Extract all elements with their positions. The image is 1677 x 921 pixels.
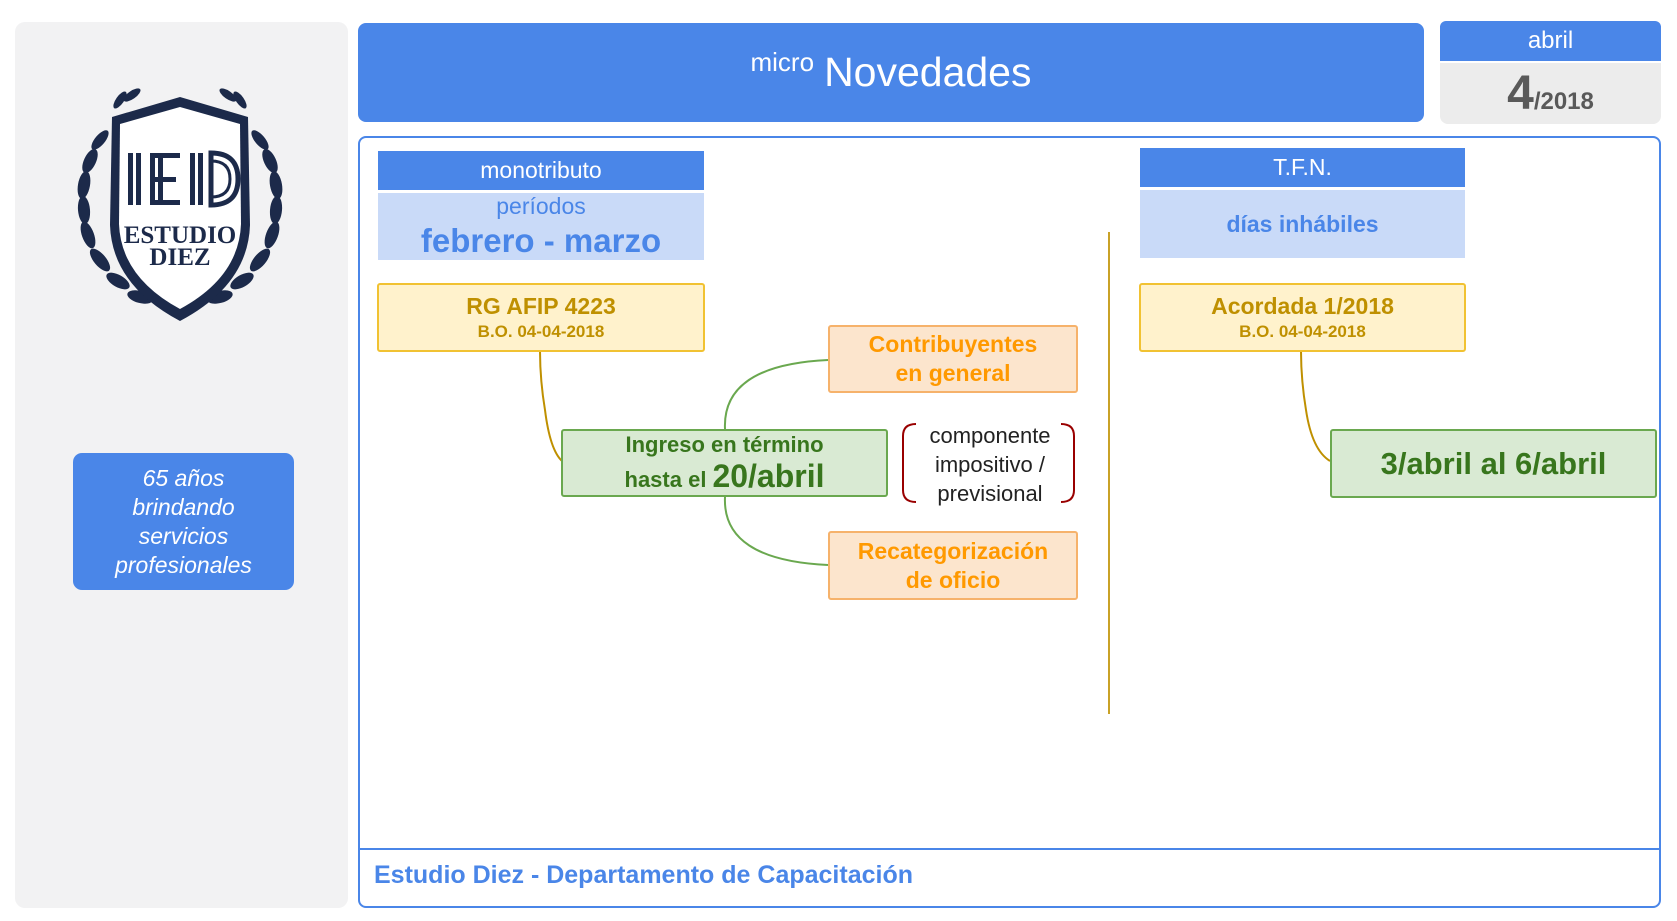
logo-line2: DIEZ <box>149 244 210 271</box>
note-line: previsional <box>937 480 1043 506</box>
badge-line: brindando <box>132 493 235 520</box>
issue-month: abril <box>1440 21 1661 61</box>
result-text: 3/abril al 6/abril <box>1380 445 1607 481</box>
issue-date: 4 /2018 <box>1440 63 1661 124</box>
source-subtitle: B.O. 04-04-2018 <box>1239 322 1366 341</box>
header-prefix: micro <box>750 47 815 77</box>
main-node-prefix: hasta el <box>624 466 707 492</box>
tab-monotributo: monotributo <box>378 151 704 190</box>
inhabiles-subtitle: días inhábiles <box>1226 210 1379 237</box>
source-acordada: Acordada 1/2018 B.O. 04-04-2018 <box>1139 283 1466 352</box>
footer-text: Estudio Diez - Departamento de Capacitac… <box>374 860 913 889</box>
period-range: febrero - marzo <box>420 222 662 259</box>
issue-day: 4 <box>1507 67 1534 120</box>
logo-line1: ESTUDIO <box>124 222 237 249</box>
bracket-left <box>902 423 917 503</box>
component-note: componente impositivo / previsional <box>910 420 1070 508</box>
note-line: componente <box>929 422 1051 448</box>
branch-recategorizacion: Recategorización de oficio <box>828 531 1078 600</box>
period-subtitle: períodos <box>496 193 586 219</box>
main-node-date: 20/abril <box>712 457 825 494</box>
issue-year: /2018 <box>1533 87 1594 115</box>
years-badge: 65 años brindando servicios profesionale… <box>73 453 294 590</box>
branch-line: de oficio <box>905 566 1001 593</box>
source-title: Acordada 1/2018 <box>1211 293 1394 319</box>
header-banner: micro Novedades <box>358 23 1424 122</box>
content-panel <box>358 136 1661 908</box>
period-box: períodos febrero - marzo <box>378 193 704 260</box>
badge-line: 65 años <box>142 464 225 491</box>
branch-contribuyentes: Contribuyentes en general <box>828 325 1078 393</box>
inhabiles-box: días inhábiles <box>1140 190 1465 258</box>
tab-tfn: T.F.N. <box>1140 148 1465 187</box>
estudio-diez-logo: ESTUDIO DIEZ <box>77 88 283 321</box>
result-dates: 3/abril al 6/abril <box>1330 429 1657 498</box>
page-title: Novedades <box>824 49 1032 95</box>
branch-line: en general <box>895 360 1011 386</box>
main-node-ingreso: Ingreso en término hasta el 20/abril <box>561 429 888 497</box>
source-subtitle: B.O. 04-04-2018 <box>477 322 605 341</box>
footer-divider <box>360 848 1659 850</box>
main-node-line1: Ingreso en término <box>625 431 824 457</box>
source-rg-afip: RG AFIP 4223 B.O. 04-04-2018 <box>377 283 705 352</box>
source-title: RG AFIP 4223 <box>466 293 616 319</box>
badge-line: servicios <box>138 522 229 549</box>
branch-line: Contribuyentes <box>868 331 1038 357</box>
badge-line: profesionales <box>115 551 252 578</box>
branch-line: Recategorización <box>857 537 1049 564</box>
note-line: impositivo / <box>934 451 1046 477</box>
bracket-right <box>1060 423 1075 503</box>
